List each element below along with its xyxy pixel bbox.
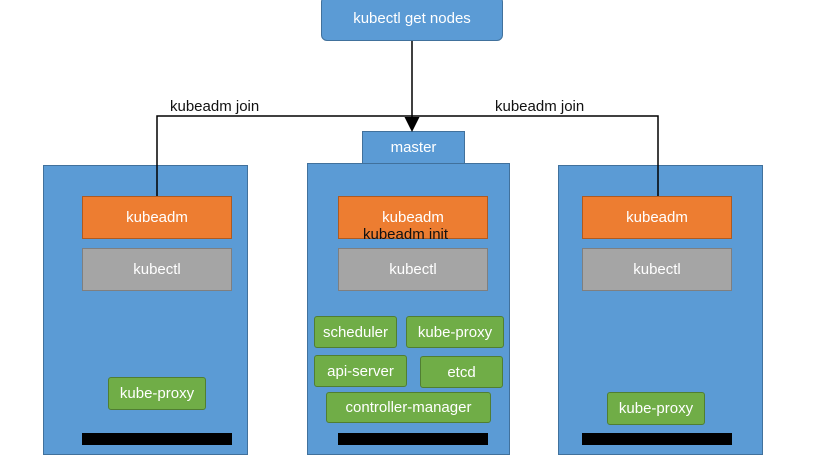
etcd-box: etcd: [420, 356, 503, 388]
master-black-bar: [338, 433, 488, 445]
kubectl-get-nodes-box: kubectl get nodes: [321, 0, 503, 41]
scheduler-box: scheduler: [314, 316, 397, 348]
right-black-bar: [582, 433, 732, 445]
right-kube-proxy-box: kube-proxy: [607, 392, 705, 425]
kubeadm-init-label: kubeadm init: [363, 226, 449, 243]
controller-manager-box: controller-manager: [326, 392, 491, 423]
master-label: master: [362, 131, 465, 164]
master-kube-proxy-box: kube-proxy: [406, 316, 504, 348]
left-kubectl-box: kubectl: [82, 248, 232, 291]
left-black-bar: [82, 433, 232, 445]
right-join-line: [412, 115, 659, 196]
master-kubeadm-box: kubeadm: [338, 196, 488, 239]
connector-lines: [156, 41, 659, 196]
api-server-box: api-server: [314, 355, 407, 387]
join-label-left: kubeadm join: [170, 98, 260, 115]
left-kube-proxy-box: kube-proxy: [108, 377, 206, 410]
master-kubectl-box: kubectl: [338, 248, 488, 291]
left-kubeadm-box: kubeadm: [82, 196, 232, 239]
left-join-line: [156, 115, 412, 196]
join-label-right: kubeadm join: [495, 98, 585, 115]
right-kubectl-box: kubectl: [582, 248, 732, 291]
right-kubeadm-box: kubeadm: [582, 196, 732, 239]
